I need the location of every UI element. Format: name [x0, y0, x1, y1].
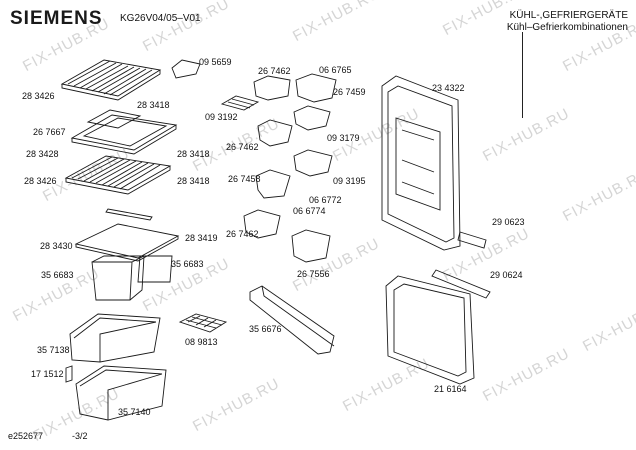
part-number[interactable]: 28 3419 — [185, 233, 218, 243]
part-number[interactable]: 09 3179 — [327, 133, 360, 143]
wire-shelf-middle — [64, 155, 172, 195]
rear-strip — [105, 208, 153, 221]
brand-logo: SIEMENS — [10, 8, 103, 29]
glass-shelf-frame — [70, 114, 178, 155]
part-number[interactable]: 29 0624 — [490, 270, 523, 280]
part-number[interactable]: 17 1512 — [31, 369, 64, 379]
part-number[interactable]: 26 7667 — [33, 127, 66, 137]
part-number[interactable]: 28 3418 — [177, 176, 210, 186]
freezer-drawer-upper — [69, 313, 161, 363]
fridge-door — [381, 75, 461, 251]
bottle-shelf — [249, 285, 335, 355]
part-number[interactable]: 09 3192 — [205, 112, 238, 122]
part-number[interactable]: 26 7462 — [226, 229, 259, 239]
part-number[interactable]: 26 7556 — [297, 269, 330, 279]
part-number[interactable]: 35 6676 — [249, 324, 282, 334]
door-strip — [457, 231, 487, 249]
part-number[interactable]: 28 3418 — [177, 149, 210, 159]
part-number[interactable]: 09 3195 — [333, 176, 366, 186]
ice-cube-tray — [178, 313, 228, 333]
freezer-door — [385, 275, 475, 385]
freezer-drawer-lower — [65, 365, 167, 421]
part-number[interactable]: 06 6772 — [309, 195, 342, 205]
crisper-bins — [91, 255, 173, 301]
part-number[interactable]: 21 6164 — [434, 384, 467, 394]
wire-shelf-top — [60, 59, 162, 101]
part-number[interactable]: 09 5659 — [199, 57, 232, 67]
part-number[interactable]: 06 6765 — [319, 65, 352, 75]
divider-line — [522, 32, 523, 118]
part-number[interactable]: 35 6683 — [41, 270, 74, 280]
crisper-cover — [74, 223, 180, 262]
part-number[interactable]: 28 3426 — [24, 176, 57, 186]
page-indicator: -3/2 — [72, 431, 88, 441]
subcategory-label: Kühl–Gefrierkombinationen — [506, 22, 628, 33]
part-number[interactable]: 28 3426 — [22, 91, 55, 101]
butter-box — [171, 59, 201, 79]
part-number[interactable]: 35 6683 — [171, 259, 204, 269]
part-number[interactable]: 06 6774 — [293, 206, 326, 216]
egg-tray — [220, 95, 260, 111]
part-number[interactable]: 26 7459 — [333, 87, 366, 97]
part-number[interactable]: 28 3428 — [26, 149, 59, 159]
part-number[interactable]: 35 7138 — [37, 345, 70, 355]
part-number[interactable]: 23 4322 — [432, 83, 465, 93]
category-label: KÜHL-,GEFRIERGERÄTE — [509, 10, 628, 21]
part-number[interactable]: 28 3430 — [40, 241, 73, 251]
part-number[interactable]: 08 9813 — [185, 337, 218, 347]
door-shelves — [243, 73, 337, 263]
part-number[interactable]: 26 7462 — [258, 66, 291, 76]
part-number[interactable]: 28 3418 — [137, 100, 170, 110]
freezer-door-strip — [431, 269, 491, 299]
part-number[interactable]: 26 7458 — [228, 174, 261, 184]
part-number[interactable]: 26 7462 — [226, 142, 259, 152]
part-number[interactable]: 35 7140 — [118, 407, 151, 417]
part-number[interactable]: 29 0623 — [492, 217, 525, 227]
model-number: KG26V04/05–V01 — [120, 13, 201, 24]
glass-insert — [86, 109, 142, 129]
diagram-code: e252677 — [8, 431, 44, 441]
